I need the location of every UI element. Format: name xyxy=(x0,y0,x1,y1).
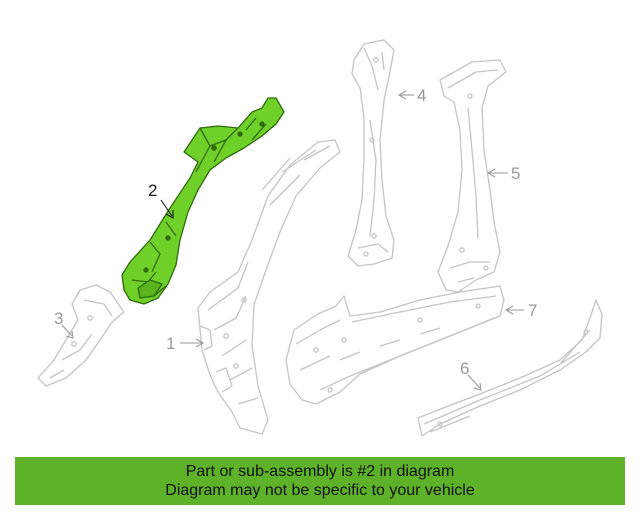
parts-diagram: 1 2 3 4 5 6 7 xyxy=(37,39,603,437)
callout-6[interactable]: 6 xyxy=(460,359,469,378)
part-1-body-side[interactable] xyxy=(197,139,341,435)
callout-4[interactable]: 4 xyxy=(417,86,426,105)
part-6-rocker-reinforcement[interactable] xyxy=(417,299,603,437)
banner-line-1: Part or sub-assembly is #2 in diagram xyxy=(185,463,455,480)
callout-2[interactable]: 2 xyxy=(148,181,157,200)
callout-5[interactable]: 5 xyxy=(511,164,520,183)
info-banner: Part or sub-assembly is #2 in diagram Di… xyxy=(15,457,625,505)
callout-7[interactable]: 7 xyxy=(528,301,537,320)
part-4-center-pillar-inner[interactable] xyxy=(347,39,395,267)
part-7-rocker-panel[interactable] xyxy=(285,285,505,405)
callout-1[interactable]: 1 xyxy=(166,334,175,353)
banner-line-2: Diagram may not be specific to your vehi… xyxy=(165,482,475,499)
part-5-center-pillar-outer[interactable] xyxy=(437,59,507,293)
callout-3[interactable]: 3 xyxy=(54,309,63,328)
part-3-bracket[interactable] xyxy=(37,284,125,387)
part-2-pillar-reinforcement[interactable] xyxy=(121,97,285,305)
